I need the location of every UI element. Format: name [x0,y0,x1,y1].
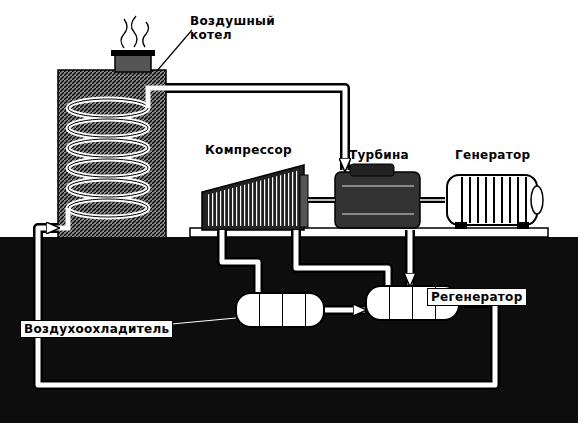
drive-shaft [420,200,445,201]
chimney-cap [111,50,155,56]
shaft-core [308,199,335,201]
drive-shaft [308,200,335,201]
pipe-bore [222,230,258,292]
turbine-label: Турбина [349,148,409,162]
compressor-body [202,165,304,230]
pipe-outline [38,228,495,385]
pipe-outline [405,230,415,285]
boiler-label: Воздушный котел [190,14,282,42]
boiler-wall [58,70,166,238]
leader-line [156,30,192,72]
shaft-outline [308,197,335,203]
pipe-outline [166,88,345,170]
turbine-band [342,186,414,214]
coil-inlet [58,208,68,228]
coil-turn [68,179,148,197]
coil-outlet [148,88,166,108]
coil-turn [68,159,148,177]
generator-ribs [462,177,526,223]
coil-turn [68,199,148,217]
pipe-outline [325,305,365,315]
turbine: Турбина [335,170,420,230]
coil-edge [68,159,148,177]
air-cooler-label: Воздухоохладитель [20,320,173,338]
generator: Генератор [445,172,545,228]
pipe-bore [325,308,365,313]
air-pipe [410,230,411,285]
generator-end [531,186,543,214]
generator-label: Генератор [455,148,530,162]
air-pipe [38,228,495,385]
compressor-flange [300,175,308,227]
compressor-ribs [206,170,300,226]
compressor-label: Компрессор [205,143,292,157]
coil-edge [68,139,148,157]
shaft-outline [420,197,445,203]
air-pipe [166,88,345,170]
pipe-bore [38,228,495,385]
coil-edge [68,199,148,217]
shaft-core [420,199,445,201]
generator-foot [517,222,529,229]
generator-foot [455,222,467,229]
heating-coil [58,88,166,228]
coil-turn [68,119,148,137]
coil-edge [68,179,148,197]
pipe-bore [166,88,345,170]
turbine-body [335,172,420,228]
smoke [121,16,149,48]
air-boiler: Воздушный котел [58,70,166,238]
regenerator-label: Регенератор [427,288,527,306]
air-cooler: Воздухоохладитель [235,292,325,328]
coil-edge [68,99,148,117]
air-pipe [222,230,258,292]
pipe-outline [222,230,258,292]
boiler-hatching [58,70,166,238]
pipe-outline [296,230,388,285]
coil-turn [68,139,148,157]
regenerator: Регенератор [365,285,460,321]
pipe-bore [408,230,413,285]
turbine-cover [350,164,394,176]
pipe-bore [296,230,388,285]
air-pipe [296,230,388,285]
air-pipe [325,310,365,311]
compressor: Компрессор [200,165,308,230]
chimney [115,54,151,72]
coil-turn [68,99,148,117]
generator-body [447,175,537,225]
coil-edge [68,119,148,137]
